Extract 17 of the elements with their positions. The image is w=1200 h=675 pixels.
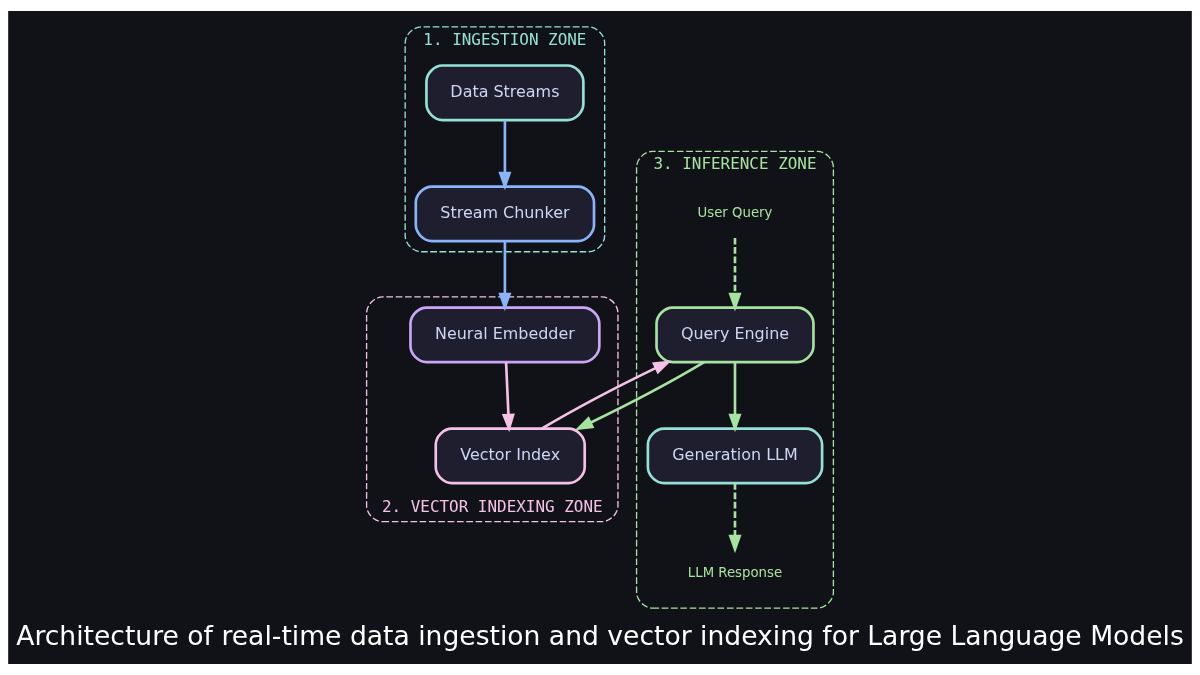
arrow [501,362,515,433]
arrow [541,360,672,430]
node-text: User Query [697,205,773,221]
arrow [498,241,512,312]
node-text: LLM Response [687,564,783,580]
node-box: Neural Embedder [409,306,601,364]
arrow [728,483,742,554]
node-box: Generation LLM [646,427,824,485]
node-box: Stream Chunker [414,185,596,243]
node-box: Query Engine [655,306,815,364]
arrow [728,362,742,433]
arrow [498,120,512,191]
arrow [728,237,742,312]
node-box: Vector Index [434,427,587,485]
node-box: Data Streams [425,64,585,122]
diagram-title: Architecture of real-time data ingestion and vector indexing for Large Language Models [16,620,1184,652]
arrow [574,361,705,431]
